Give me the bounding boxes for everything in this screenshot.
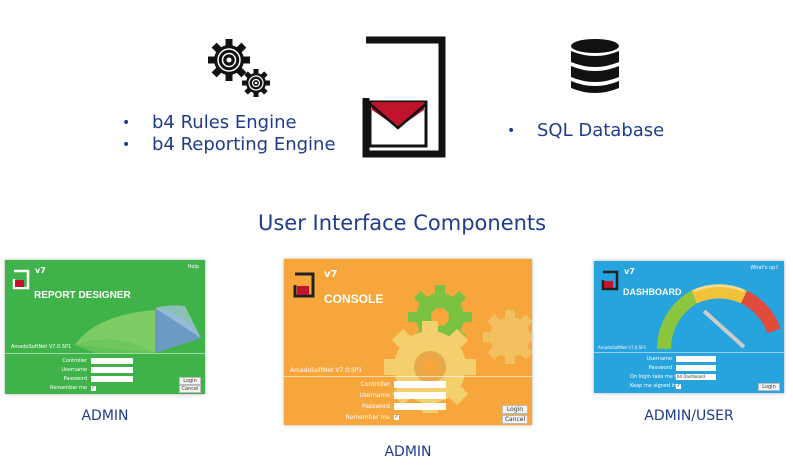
controller-input[interactable]	[394, 381, 446, 388]
whats-up-link[interactable]: What's up?	[750, 265, 778, 271]
login-destination-label: On login take me to	[630, 374, 680, 380]
section-title: User Interface Components	[258, 211, 547, 235]
remember-checkbox[interactable]: ✓	[394, 414, 399, 420]
screen-logo-icon	[600, 269, 624, 295]
cancel-button[interactable]: Cancel	[502, 415, 528, 424]
password-label: Password	[361, 403, 390, 410]
remember-label: Remember me	[50, 385, 87, 391]
username-label: Username	[646, 356, 673, 362]
bullet-sql-database: SQL Database	[507, 120, 664, 142]
copyright-label: AmadoSoftNet V7.0.SP1	[11, 344, 72, 350]
remember-checkbox[interactable]: ✓	[91, 384, 96, 391]
app-name: DASHBOARD	[623, 287, 682, 297]
username-input[interactable]	[91, 367, 133, 373]
version-label: v7	[35, 266, 46, 275]
engine-list: b4 Rules Engine b4 Reporting Engine	[122, 112, 336, 156]
database-list: SQL Database	[507, 120, 664, 142]
password-input[interactable]	[91, 376, 133, 382]
username-label: Username	[61, 367, 88, 373]
login-button[interactable]: Login	[502, 405, 528, 414]
controller-label: Controller	[62, 358, 87, 364]
login-button[interactable]: Login	[179, 377, 201, 385]
password-input[interactable]	[676, 365, 716, 371]
password-label: Password	[63, 376, 87, 382]
copyright-label: AmadoSoftNet V7.0.SP1	[598, 345, 647, 350]
username-label: Username	[359, 392, 390, 399]
password-input[interactable]	[394, 403, 446, 410]
login-destination-select[interactable]: b4 Dashboard	[676, 374, 716, 380]
amadosoft-logo-icon	[362, 36, 460, 158]
screen-logo-icon	[292, 271, 322, 303]
console-screenshot: v7 CONSOLE AmadoSoftNet V7.0.SP1 Control…	[284, 259, 532, 425]
copyright-label: AmadoSoftNet V7.0.SP1	[290, 367, 363, 374]
remember-label: Remember me	[345, 414, 390, 421]
help-link[interactable]: Help	[187, 264, 199, 270]
dashboard-screenshot: v7 DASHBOARD What's up? AmadoSoftNet V7.…	[594, 261, 784, 393]
report-designer-screenshot: v7 REPORT DESIGNER Help AmadoSoftNet V7.…	[5, 260, 205, 394]
keep-signed-in-checkbox[interactable]: ✓	[676, 382, 681, 389]
username-input[interactable]	[394, 392, 446, 399]
controller-input[interactable]	[91, 358, 133, 364]
bullet-reporting-engine: b4 Reporting Engine	[122, 134, 336, 156]
keep-signed-in-label: Keep me signed in	[630, 383, 677, 389]
password-label: Password	[648, 365, 672, 371]
dashboard-caption: ADMIN/USER	[644, 408, 734, 424]
version-label: v7	[324, 269, 338, 280]
app-name: REPORT DESIGNER	[34, 290, 131, 301]
username-input[interactable]	[676, 356, 716, 362]
login-button[interactable]: Login	[758, 383, 780, 391]
app-name: CONSOLE	[324, 292, 384, 306]
version-label: v7	[624, 267, 635, 276]
database-icon	[569, 38, 621, 96]
bullet-rules-engine: b4 Rules Engine	[122, 112, 336, 134]
report-designer-caption: ADMIN	[81, 408, 129, 424]
controller-label: Controller	[360, 381, 390, 388]
gears-icon	[205, 38, 273, 100]
console-caption: ADMIN	[384, 444, 432, 460]
cancel-button[interactable]: Cancel	[179, 385, 201, 393]
screen-logo-icon	[11, 268, 35, 294]
